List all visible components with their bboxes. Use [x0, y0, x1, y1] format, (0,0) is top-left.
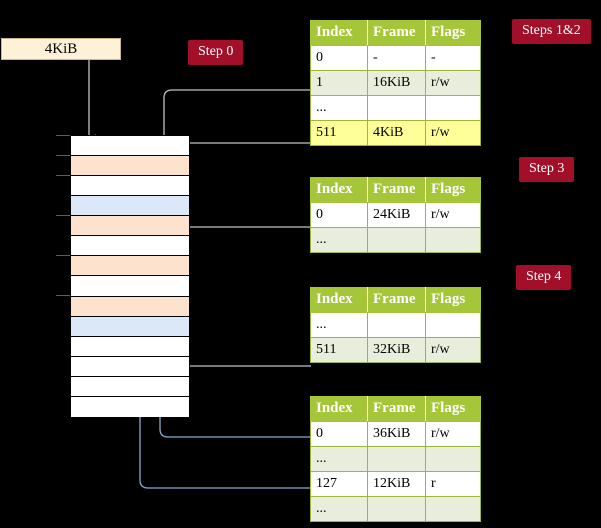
cell-frame — [367, 95, 426, 121]
wire-table2-row0-to-memory — [176, 226, 311, 287]
cell-flags: r/w — [425, 421, 481, 447]
step0-text: Step 0 — [198, 44, 234, 59]
table-row[interactable]: ... — [310, 95, 481, 121]
cell-frame: 16KiB — [367, 70, 426, 96]
cell-flags: r/w — [425, 337, 481, 363]
frame-box-4kib: 4KiB — [1, 38, 121, 60]
cell-flags — [425, 312, 481, 338]
step-label-step0: Step 0 — [188, 40, 244, 65]
cell-flags — [425, 446, 481, 472]
cell-index: ... — [310, 312, 368, 338]
steps12-text: Steps 1&2 — [522, 23, 581, 38]
column-header-index: Index — [310, 396, 368, 422]
step3-text: Step 3 — [529, 161, 565, 176]
column-header-frame: Frame — [367, 177, 426, 203]
cell-flags — [425, 496, 481, 522]
table-row[interactable]: ... — [310, 312, 481, 338]
cell-index: ... — [310, 496, 368, 522]
cell-flags — [425, 227, 481, 253]
step4-text: Step 4 — [526, 269, 562, 284]
column-header-flags: Flags — [425, 20, 481, 46]
cell-index: 511 — [310, 120, 368, 146]
memory-frame-row — [71, 276, 189, 297]
cell-index: ... — [310, 446, 368, 472]
memory-frame-row — [71, 376, 189, 397]
column-header-frame: Frame — [367, 396, 426, 422]
cell-flags: r/w — [425, 70, 481, 96]
column-header-frame: Frame — [367, 287, 426, 313]
cell-index: ... — [310, 95, 368, 121]
wire-table3-row511-to-memory — [176, 314, 311, 367]
column-header-index: Index — [310, 20, 368, 46]
cell-frame: - — [367, 45, 426, 71]
memory-frame-row — [71, 196, 189, 217]
cell-flags: - — [425, 45, 481, 71]
memory-frame-row — [71, 336, 189, 357]
memory-frame-row — [71, 236, 189, 257]
cell-index: ... — [310, 227, 368, 253]
cell-frame: 32KiB — [367, 337, 426, 363]
memory-frame-row — [71, 316, 189, 337]
cell-index: 1 — [310, 70, 368, 96]
step-label-steps12: Steps 1&2 — [512, 19, 591, 44]
step-label-step3: Step 3 — [519, 157, 575, 182]
memory-frame-row — [71, 156, 189, 177]
cell-index: 0 — [310, 202, 368, 228]
memory-tick-0 — [56, 135, 70, 136]
table-row[interactable]: 0-- — [310, 45, 481, 71]
memory-frame-row — [71, 176, 189, 197]
column-header-flags: Flags — [425, 287, 481, 313]
cell-flags — [425, 95, 481, 121]
memory-frame-row — [71, 256, 189, 277]
table-row[interactable]: ... — [310, 496, 481, 522]
memory-tick-4 — [56, 255, 70, 256]
memory-frame-row — [71, 216, 189, 237]
frame-box-label: 4KiB — [44, 40, 78, 57]
table-row[interactable]: ... — [310, 227, 481, 253]
memory-tick-3 — [56, 215, 70, 216]
column-header-index: Index — [310, 287, 368, 313]
cell-frame — [367, 227, 426, 253]
column-header-flags: Flags — [425, 396, 481, 422]
memory-frame-row — [71, 136, 189, 157]
cell-flags: r — [425, 471, 481, 497]
column-header-index: Index — [310, 177, 368, 203]
column-header-flags: Flags — [425, 177, 481, 203]
column-header-frame: Frame — [367, 20, 426, 46]
memory-frame-row — [71, 396, 189, 417]
cell-frame — [367, 446, 426, 472]
memory-frame-row — [71, 356, 189, 377]
cell-index: 0 — [310, 421, 368, 447]
cell-frame: 24KiB — [367, 202, 426, 228]
cell-index: 127 — [310, 471, 368, 497]
cell-frame — [367, 312, 426, 338]
cell-index: 0 — [310, 45, 368, 71]
memory-tick-5 — [56, 295, 70, 296]
cell-flags: r/w — [425, 120, 481, 146]
table-row[interactable]: ... — [310, 446, 481, 472]
cell-frame — [367, 496, 426, 522]
cell-frame: 4KiB — [367, 120, 426, 146]
cell-frame: 12KiB — [367, 471, 426, 497]
step-label-step4: Step 4 — [516, 265, 572, 290]
cell-index: 511 — [310, 337, 368, 363]
memory-frame-row — [71, 296, 189, 317]
memory-tick-2 — [56, 175, 70, 176]
physical-memory-column — [70, 135, 190, 417]
memory-tick-1 — [56, 155, 70, 156]
cell-flags: r/w — [425, 202, 481, 228]
cell-frame: 36KiB — [367, 421, 426, 447]
